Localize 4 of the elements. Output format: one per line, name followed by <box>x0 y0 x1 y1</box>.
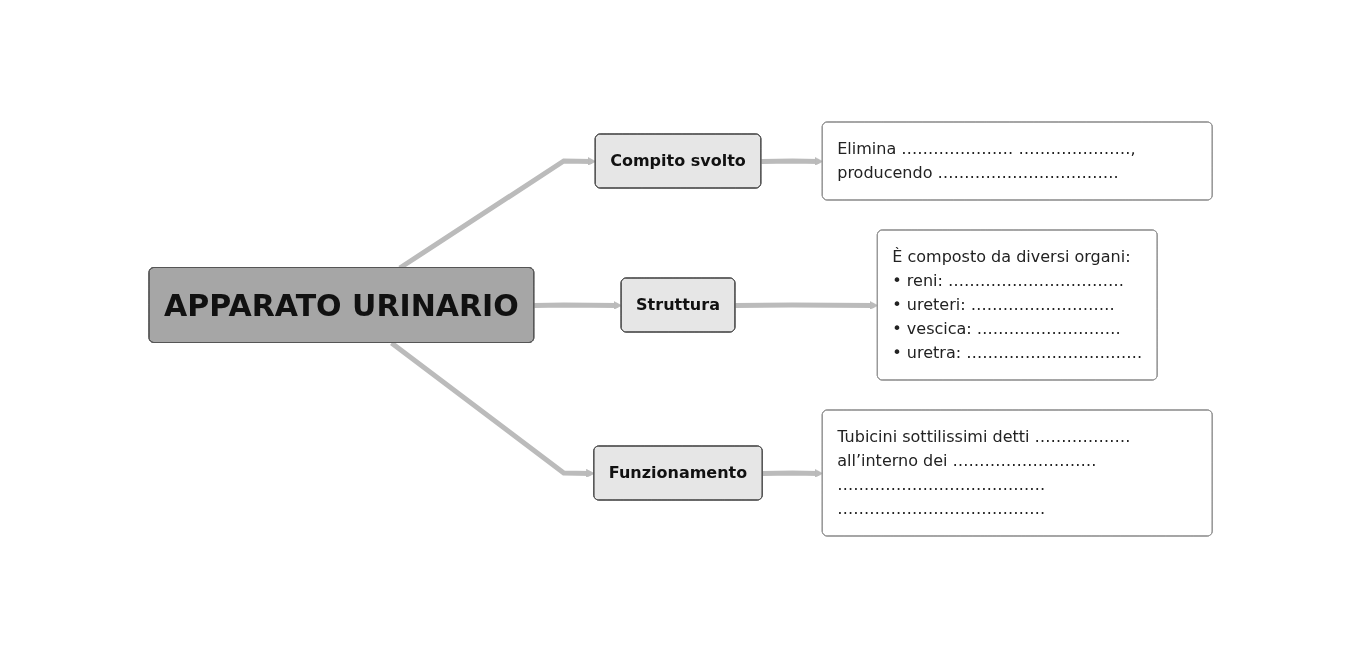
arrow <box>534 300 622 310</box>
arrow <box>762 468 823 478</box>
arrow <box>735 300 879 310</box>
arrow <box>761 156 823 166</box>
